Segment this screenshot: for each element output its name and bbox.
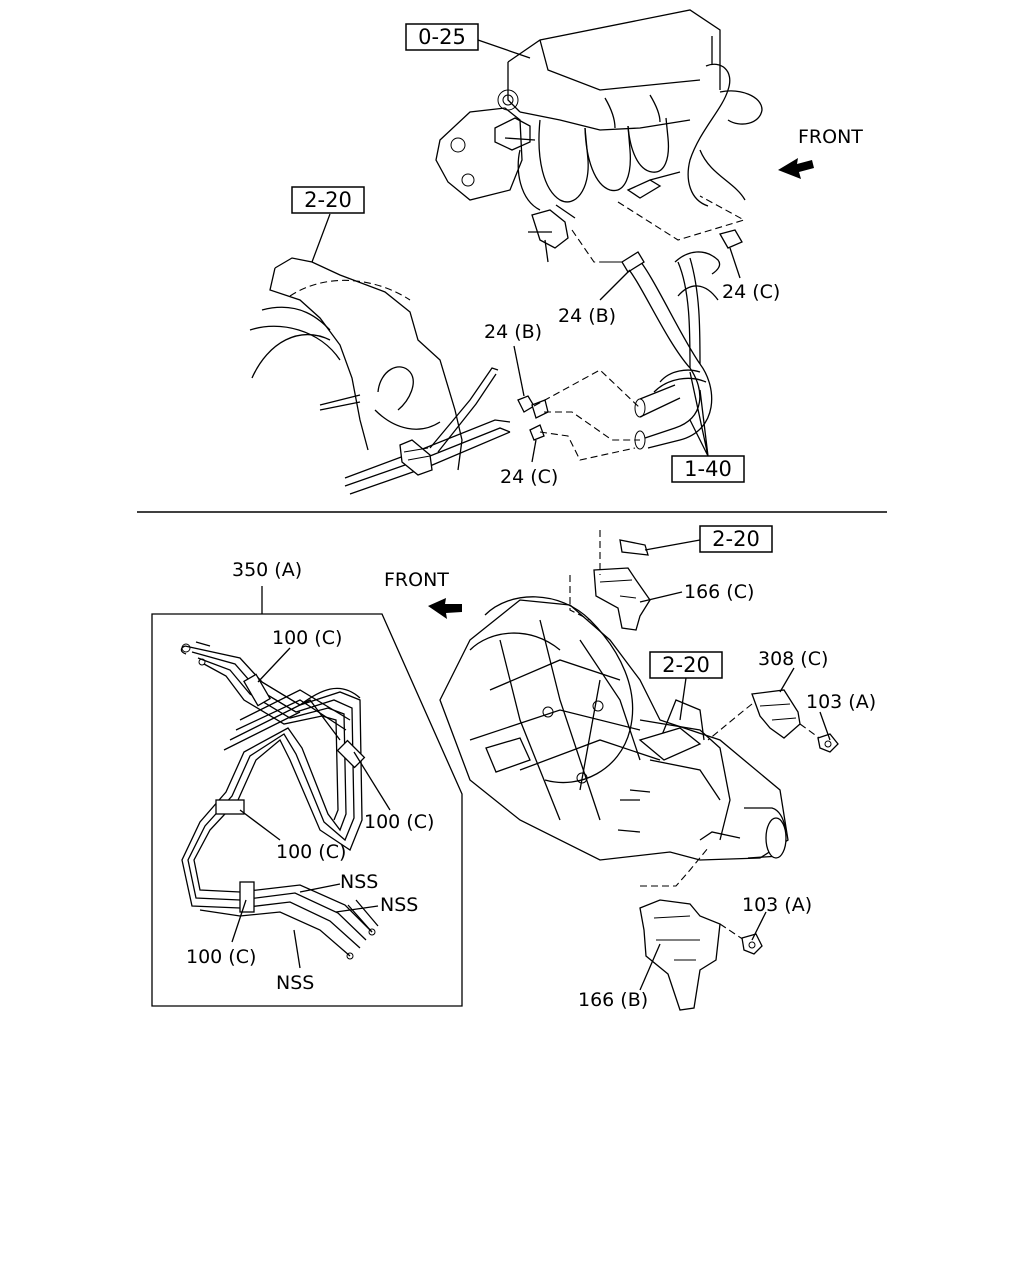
leader-103a-upper (819, 711, 831, 741)
front-arrow-bottom-icon (428, 598, 462, 619)
transmission-drawing (439, 596, 789, 861)
leader-nss-1 (299, 883, 341, 893)
lower-bracket-drawing (639, 847, 763, 1011)
ref-2-20-bolt: 2-20 (712, 527, 760, 551)
label-308c: 308 (C) (758, 648, 828, 670)
label-24c-lower: 24 (C) (500, 466, 558, 488)
upper-bracket-drawing (569, 530, 701, 631)
ref-2-20-top: 2-20 (304, 188, 352, 212)
ref-box-2-20-bolt (699, 525, 773, 553)
label-front-top: FRONT (798, 126, 863, 148)
leader-24c-upper (729, 247, 741, 279)
right-bracket-drawing (707, 689, 839, 753)
hose-clamps-drawing (517, 261, 641, 461)
leader-103a-lower (751, 911, 767, 941)
leader-24b-lower (513, 345, 525, 397)
label-166c: 166 (C) (684, 581, 754, 603)
label-clip-1: 100 (C) (272, 627, 342, 649)
label-clip-2: 100 (C) (364, 811, 434, 833)
ref-box-2-20-top (291, 186, 365, 214)
top-view: 0-25 2-20 1-40 FRONT 24 (C) 24 (B) 24 (B… (249, 9, 863, 495)
bottom-view: 2-20 2-20 350 (A) FRONT 166 (C) 308 (C) … (151, 525, 876, 1011)
label-nss-3: NSS (276, 972, 314, 994)
label-24b-upper: 24 (B) (558, 305, 616, 327)
leader-nss-2 (335, 905, 379, 913)
ref-box-2-20-trans (649, 651, 723, 679)
leader-clip-1 (257, 647, 291, 683)
label-clip-4: 100 (C) (186, 946, 256, 968)
leader-2-20-trans (679, 677, 687, 721)
label-clip-3: 100 (C) (276, 841, 346, 863)
front-arrow-icon (778, 158, 814, 179)
label-103a-upper: 103 (A) (806, 691, 876, 713)
ref-box-0-25 (405, 23, 479, 51)
leader-clip-2 (353, 751, 391, 811)
coolant-hoses-drawing (621, 229, 743, 450)
label-nss-2: NSS (380, 894, 418, 916)
label-103a-lower: 103 (A) (742, 894, 812, 916)
label-nss-1: NSS (340, 871, 378, 893)
ref-2-20-trans: 2-20 (662, 653, 710, 677)
leader-24b-upper (599, 269, 631, 301)
leader-308c (779, 667, 795, 693)
leader-clip-3 (239, 809, 281, 841)
label-350a: 350 (A) (232, 559, 302, 581)
label-front-bottom: FRONT (384, 569, 449, 591)
bell-housing-top-drawing (249, 257, 511, 495)
leader-nss-3 (293, 929, 301, 969)
label-24c-upper: 24 (C) (722, 281, 780, 303)
leader-166c (639, 591, 683, 603)
brake-pipes-drawing (180, 641, 379, 960)
label-24b-lower: 24 (B) (484, 321, 542, 343)
pipe-assembly-frame (151, 613, 463, 1007)
label-166b: 166 (B) (578, 989, 648, 1011)
ref-box-1-40 (671, 455, 745, 483)
ref-1-40: 1-40 (684, 457, 732, 481)
leader-1-40 (689, 371, 709, 457)
leader-2-20-top (311, 213, 331, 263)
leader-24c-lower (531, 439, 537, 463)
ref-0-25: 0-25 (418, 25, 466, 49)
leader-0-25 (477, 39, 531, 59)
intake-manifold-drawing (435, 9, 763, 263)
leader-clip-4 (231, 899, 247, 943)
leader-166b (639, 943, 661, 991)
